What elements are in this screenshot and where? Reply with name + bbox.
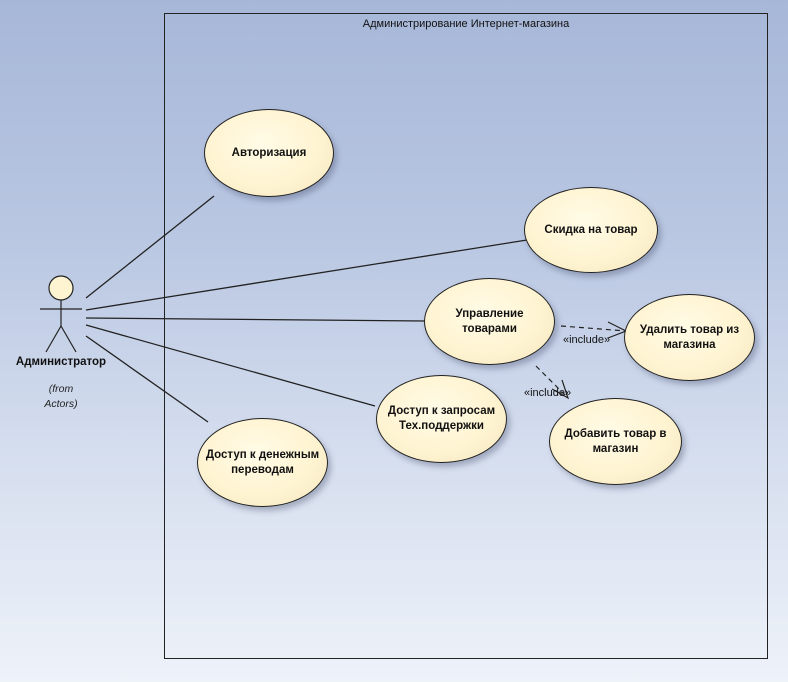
actor-from-label: (from Actors)	[44, 383, 78, 410]
usecase-manage-label: Управление товарами	[455, 307, 524, 335]
association-auth	[85, 195, 215, 299]
usecase-money[interactable]: Доступ к денежным переводам	[197, 418, 328, 507]
usecase-support[interactable]: Доступ к запросам Тех.поддержки	[376, 375, 507, 463]
system-boundary-title: Администрирование Интернет-магазина	[362, 18, 570, 30]
usecase-auth[interactable]: Авторизация	[204, 109, 334, 197]
actor-head	[48, 275, 74, 301]
usecase-manage[interactable]: Управление товарами	[424, 278, 555, 365]
usecase-add-label: Добавить товар в магазин	[564, 427, 667, 455]
include-add-arrowhead	[551, 379, 570, 400]
system-boundary	[164, 13, 768, 659]
association-manage	[85, 317, 426, 322]
actor-name[interactable]: Администратор	[15, 356, 107, 368]
usecase-support-label: Доступ к запросам Тех.поддержки	[387, 405, 496, 432]
association-money	[85, 335, 209, 423]
include-label-delete: «include»	[563, 334, 611, 346]
usecase-add[interactable]: Добавить товар в магазин	[549, 398, 682, 485]
include-delete-line	[560, 325, 627, 332]
usecase-auth-label: Авторизация	[231, 146, 307, 159]
include-label-add: «include»	[524, 387, 572, 399]
usecase-discount[interactable]: Скидка на товар	[524, 187, 658, 273]
actor-figure	[40, 275, 82, 353]
association-discount	[85, 239, 528, 311]
include-add-line	[535, 365, 569, 399]
association-support	[85, 324, 376, 407]
usecase-money-label: Доступ к денежным переводам	[205, 448, 320, 476]
usecase-delete-label: Удалить товар из магазина	[639, 323, 740, 351]
usecase-discount-label: Скидка на товар	[544, 223, 638, 236]
usecase-delete[interactable]: Удалить товар из магазина	[624, 294, 755, 381]
